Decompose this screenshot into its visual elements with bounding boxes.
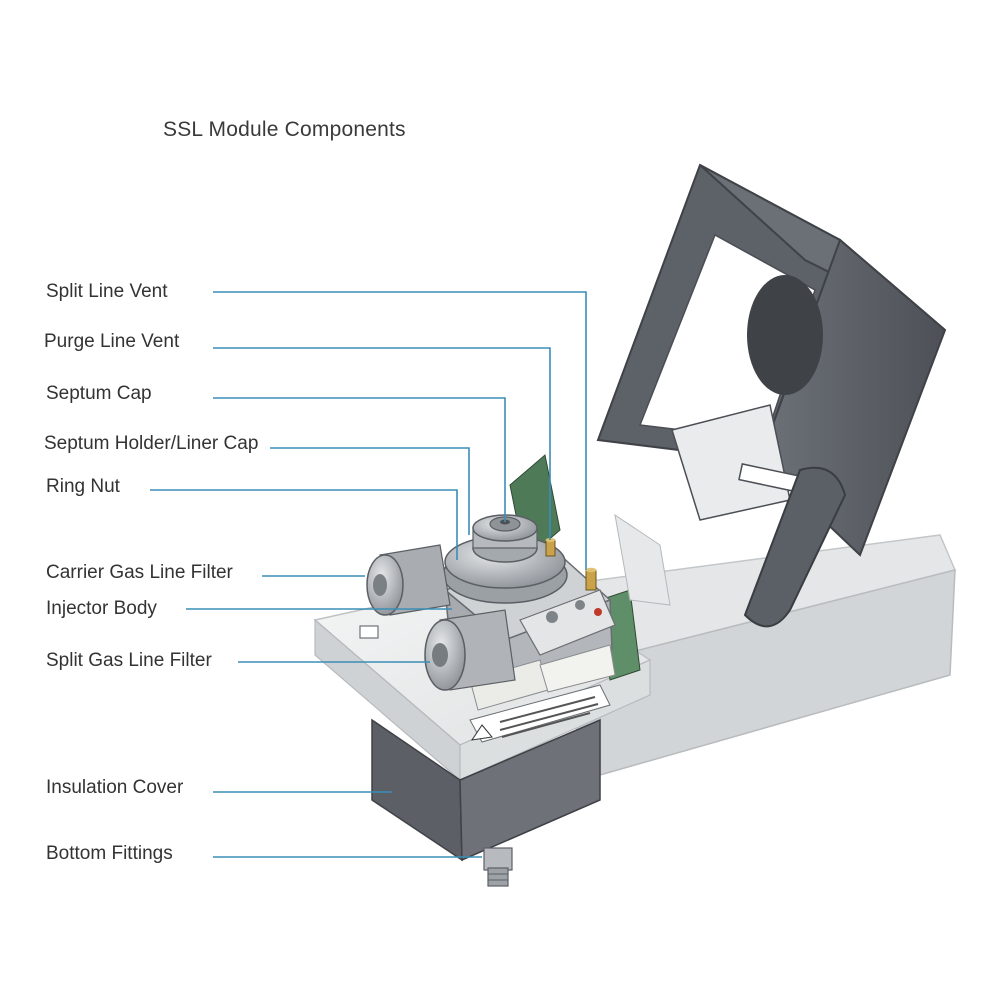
label-carrier-gas-line-filter: Carrier Gas Line Filter [46, 562, 233, 583]
insulation-cover-body [371, 718, 601, 862]
label-split-line-vent: Split Line Vent [46, 281, 168, 302]
leader-split-line-vent [213, 291, 587, 570]
label-bottom-fittings: Bottom Fittings [46, 843, 173, 864]
label-septum-cap: Septum Cap [46, 383, 152, 404]
leader-lines [150, 291, 587, 858]
label-septum-holder-liner-cap: Septum Holder/Liner Cap [44, 433, 259, 454]
label-purge-line-vent: Purge Line Vent [44, 331, 180, 352]
label-ring-nut: Ring Nut [46, 476, 120, 497]
ring-nut-part [442, 514, 568, 604]
leader-septum-holder [270, 447, 470, 535]
vent-fittings [545, 538, 597, 591]
leader-septum-cap [213, 397, 506, 522]
carrier-gas-filter-part [366, 544, 451, 616]
label-insulation-cover: Insulation Cover [46, 777, 184, 798]
label-injector-body: Injector Body [46, 598, 157, 619]
hinged-cover [596, 163, 947, 628]
leader-ring-nut [150, 489, 458, 560]
bottom-fitting-part [483, 847, 513, 887]
split-gas-filter-part [424, 609, 516, 691]
diagram-title: SSL Module Components [163, 118, 406, 141]
label-split-gas-line-filter: Split Gas Line Filter [46, 650, 212, 671]
leader-purge-line-vent [213, 347, 551, 540]
